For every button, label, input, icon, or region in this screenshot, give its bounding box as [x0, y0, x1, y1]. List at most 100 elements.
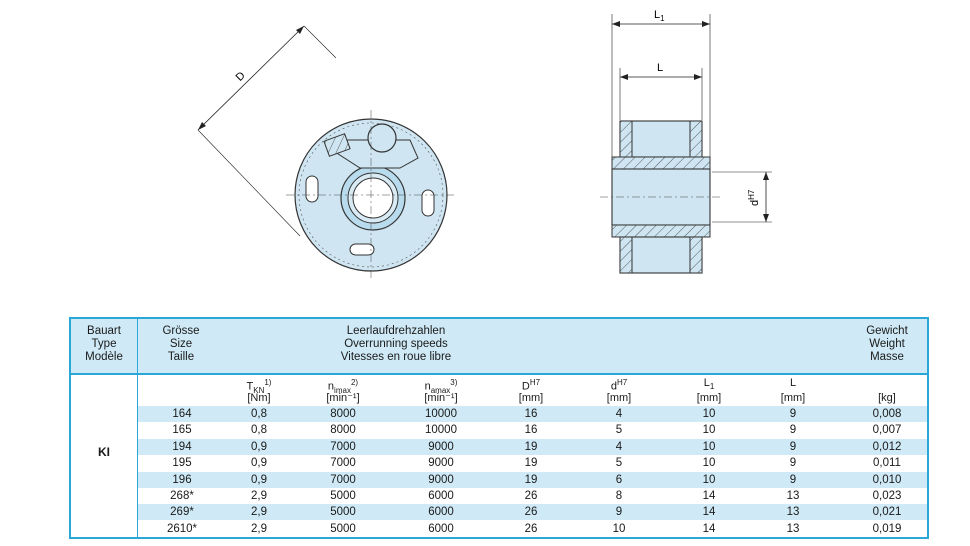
cell-l1: 10 [702, 440, 716, 453]
cell-namax: 6000 [428, 506, 454, 519]
cell-kg: 0,011 [873, 457, 901, 470]
param-D: DH7 [521, 378, 541, 393]
cell-namax: 10000 [425, 424, 457, 437]
cell-nimax: 5000 [330, 490, 356, 502]
cell-l1: 14 [702, 506, 716, 519]
cell-namax: 10000 [425, 408, 457, 420]
unit-d: [mm] [606, 392, 632, 404]
cell-d: 16 [524, 408, 538, 420]
cell-nimax: 5000 [330, 522, 356, 535]
technical-drawings: D L1 L [197, 9, 772, 280]
cell-l: 9 [789, 424, 797, 437]
header-gewicht: Gewicht Weight Masse [866, 325, 908, 363]
cell-size: 2610* [166, 522, 198, 535]
cell-kg: 0,007 [872, 424, 902, 437]
param-tkn: TKN1) [246, 378, 272, 395]
cell-kg: 0,019 [872, 522, 902, 535]
cell-tkn: 0,9 [251, 440, 267, 453]
cell-d: 26 [524, 506, 538, 519]
cell-l1: 14 [702, 522, 716, 535]
unit-D: [mm] [518, 392, 544, 404]
side-view-drawing: L1 L dH7 [600, 9, 772, 274]
cell-d: 8 [615, 490, 623, 502]
cell-nimax: 7000 [330, 457, 356, 470]
cell-tkn: 2,9 [251, 506, 267, 519]
bore-d-label: dH7 [747, 189, 761, 206]
unit-namax: [min⁻¹] [424, 392, 458, 404]
param-d: dH7 [610, 378, 628, 393]
cell-d: 4 [615, 408, 623, 420]
cell-l1: 14 [702, 490, 716, 502]
cell-namax: 9000 [428, 473, 454, 486]
cell-nimax: 5000 [330, 506, 356, 519]
header-bauart: Bauart Type Modèle [85, 325, 123, 363]
unit-kg: [kg] [878, 392, 896, 404]
cell-l: 9 [789, 408, 797, 420]
cell-kg: 0,008 [872, 408, 902, 420]
cell-l: 9 [789, 457, 797, 470]
type-label: KI [98, 445, 110, 459]
cell-nimax: 7000 [330, 440, 356, 453]
table-header: Bauart Type Modèle Grösse Size Taille Le… [71, 319, 927, 375]
cell-size: 194 [172, 440, 192, 453]
cell-tkn: 0,8 [251, 408, 267, 420]
param-namax: namax3) [424, 378, 458, 395]
cell-d: 10 [612, 522, 626, 535]
cell-namax: 6000 [428, 490, 454, 502]
cell-l1: 10 [702, 424, 716, 437]
cell-l1: 10 [702, 457, 716, 470]
cell-namax: 6000 [428, 522, 454, 535]
cell-l1: 10 [702, 473, 716, 486]
header-speeds: Leerlaufdrehzahlen Overrunning speeds Vi… [340, 325, 452, 363]
table-row: 269* 2,9 5000 6000 26 9 14 13 0,021 [138, 504, 927, 521]
cell-d: 5 [615, 424, 623, 437]
cell-l: 13 [786, 490, 800, 502]
cell-size: 268* [170, 490, 194, 502]
cell-l: 13 [786, 506, 800, 519]
cell-size: 269* [170, 506, 194, 519]
unit-L1: [mm] [696, 392, 722, 404]
param-nimax: nimax2) [327, 378, 359, 395]
unit-L: [mm] [780, 392, 806, 404]
header-groesse: Grösse Size Taille [162, 325, 200, 363]
table-row: 2610* 2,9 5000 6000 26 10 14 13 0,019 [138, 521, 927, 537]
dimension-table: Bauart Type Modèle Grösse Size Taille Le… [69, 317, 929, 539]
param-L: L [789, 377, 797, 389]
cell-size: 196 [172, 473, 192, 486]
cell-d: 19 [524, 457, 538, 470]
cell-d: 6 [615, 473, 623, 486]
cell-nimax: 8000 [330, 424, 356, 437]
param-L1: L1 [703, 377, 715, 392]
length-l1-label: L1 [654, 9, 665, 23]
cell-tkn: 0,9 [251, 473, 267, 486]
cell-d: 4 [615, 440, 623, 453]
unit-tkn: [Nm] [247, 392, 271, 404]
cell-l: 9 [789, 440, 797, 453]
cell-size: 195 [172, 457, 192, 470]
cell-tkn: 2,9 [251, 490, 267, 502]
table-row: 268* 2,9 5000 6000 26 8 14 13 0,023 [138, 488, 927, 504]
cell-d: 9 [615, 506, 623, 519]
cell-namax: 9000 [428, 440, 454, 453]
cell-size: 164 [172, 408, 192, 420]
front-view-drawing: D [197, 25, 456, 280]
column-divider [137, 319, 138, 537]
cell-d: 5 [615, 457, 623, 470]
cell-kg: 0,021 [872, 506, 902, 519]
cell-d: 19 [524, 440, 538, 453]
cell-kg: 0,010 [872, 473, 902, 486]
cell-l1: 10 [702, 408, 716, 420]
cell-tkn: 0,9 [251, 457, 267, 470]
cell-d: 26 [524, 522, 538, 535]
cell-d: 26 [524, 490, 538, 502]
cell-tkn: 2,9 [251, 522, 267, 535]
cell-l: 13 [786, 522, 800, 535]
cell-kg: 0,023 [872, 490, 902, 502]
cell-size: 165 [172, 424, 192, 437]
cell-nimax: 7000 [330, 473, 356, 486]
cell-kg: 0,012 [872, 440, 902, 453]
